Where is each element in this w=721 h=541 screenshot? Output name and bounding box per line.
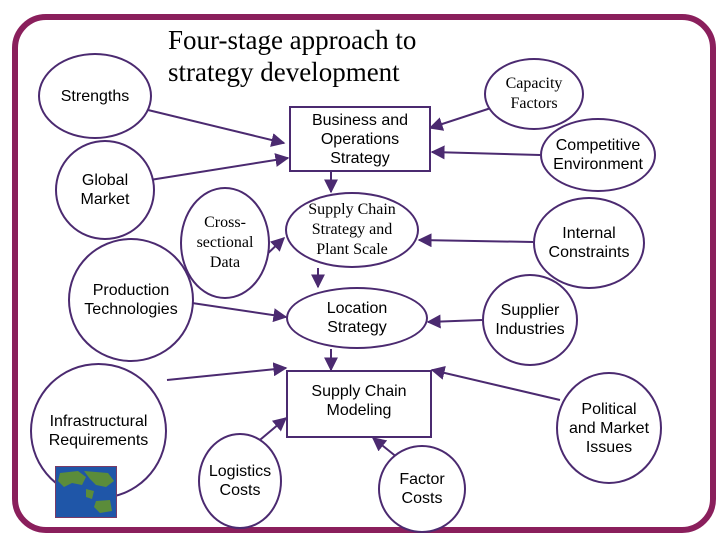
location-strategy-node: Location Strategy: [286, 287, 428, 349]
arrow-supplier-to-location: [426, 314, 483, 329]
arrow-infrastructure-to-modeling: [166, 362, 288, 381]
supply-chain-strategy-node: Supply Chain Strategy and Plant Scale: [285, 192, 419, 268]
internal-constraints-node: Internal Constraints: [533, 197, 645, 289]
arrow-capacity-to-business: [428, 106, 495, 131]
supply-chain-modeling-box: Supply Chain Modeling: [286, 370, 432, 438]
political-market-issues-node: Political and Market Issues: [556, 372, 662, 484]
capacity-factors-node: Capacity Factors: [484, 58, 584, 130]
cross-sectional-data-node: Cross- sectional Data: [180, 187, 270, 299]
production-technologies-node: Production Technologies: [68, 238, 194, 362]
business-operations-strategy-box: Business and Operations Strategy: [289, 106, 431, 172]
arrow-global-to-business: [149, 153, 290, 181]
competitive-environment-node: Competitive Environment: [540, 118, 656, 192]
world-map-thumbnail: [55, 466, 117, 518]
supplier-industries-node: Supplier Industries: [482, 274, 578, 366]
logistics-costs-node: Logistics Costs: [198, 433, 282, 529]
arrow-internal-to-supply-chain: [417, 233, 534, 248]
factor-costs-node: Factor Costs: [378, 445, 466, 533]
global-market-node: Global Market: [55, 140, 155, 240]
arrow-competitive-to-business: [430, 145, 541, 160]
arrow-political-to-modeling: [430, 366, 561, 401]
slide-title: Four-stage approach to strategy developm…: [168, 25, 417, 87]
strengths-node: Strengths: [38, 53, 152, 139]
arrow-production-to-location: [191, 302, 288, 323]
arrow-strengths-to-business: [147, 109, 286, 147]
